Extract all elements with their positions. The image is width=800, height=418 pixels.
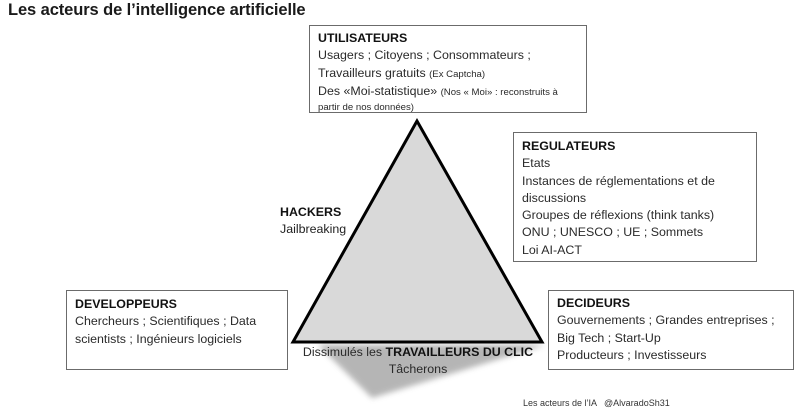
developpeurs-heading: DEVELOPPEURS <box>75 297 177 311</box>
travailleurs-bold: TRAVAILLEURS DU CLIC <box>385 345 534 359</box>
regulateurs-heading: REGULATEURS <box>522 139 616 153</box>
decideurs-box: DECIDEURS Gouvernements ; Grandes entrep… <box>548 290 794 370</box>
travailleurs-label: Dissimulés les TRAVAILLEURS DU CLIC Tâch… <box>290 344 546 378</box>
developpeurs-text: Chercheurs ; Scientifiques ; Data scient… <box>75 314 257 346</box>
utilisateurs-line: Des «Moi-statistique» (Nos « Moi» : reco… <box>318 83 558 98</box>
regulateurs-item: Etats <box>522 156 551 171</box>
regulateurs-box: REGULATEURS Etats Instances de réglement… <box>513 132 757 262</box>
regulateurs-item: ONU ; UNESCO ; UE ; Sommets <box>522 225 704 240</box>
developpeurs-box: DEVELOPPEURS Chercheurs ; Scientifiques … <box>66 290 288 370</box>
utilisateurs-line: Usagers ; Citoyens ; Consommateurs ; <box>318 48 531 63</box>
decideurs-heading: DECIDEURS <box>557 296 630 310</box>
triangle-shadow <box>318 345 545 398</box>
regulateurs-item: Groupes de réflexions (think tanks) <box>522 208 715 223</box>
utilisateurs-heading: UTILISATEURS <box>318 31 408 45</box>
regulateurs-item: discussions <box>522 190 587 205</box>
hackers-label: HACKERS Jailbreaking <box>280 204 346 238</box>
triangle-shape <box>290 117 545 344</box>
decideurs-item: Big Tech ; Start-Up <box>557 330 661 345</box>
decideurs-item: Producteurs ; Investisseurs <box>557 347 707 362</box>
regulateurs-item: Loi AI-ACT <box>522 242 582 257</box>
hackers-subtitle: Jailbreaking <box>280 222 347 236</box>
travailleurs-subtitle: Tâcherons <box>388 362 448 376</box>
regulateurs-item: Instances de réglementations et de <box>522 173 715 188</box>
page-title: Les acteurs de l’intelligence artificiel… <box>8 1 306 19</box>
credit-text: Les acteurs de l’IA @AlvaradoSh31 <box>523 398 670 408</box>
hackers-heading: HACKERS <box>280 205 342 219</box>
decideurs-item: Gouvernements ; Grandes entreprises ; <box>557 313 775 328</box>
travailleurs-prefix: Dissimulés les <box>302 345 386 359</box>
utilisateurs-box: UTILISATEURS Usagers ; Citoyens ; Consom… <box>309 25 587 113</box>
utilisateurs-line: partir de nos données) <box>318 102 414 114</box>
utilisateurs-line: Travailleurs gratuits (Ex Captcha) <box>318 65 486 80</box>
